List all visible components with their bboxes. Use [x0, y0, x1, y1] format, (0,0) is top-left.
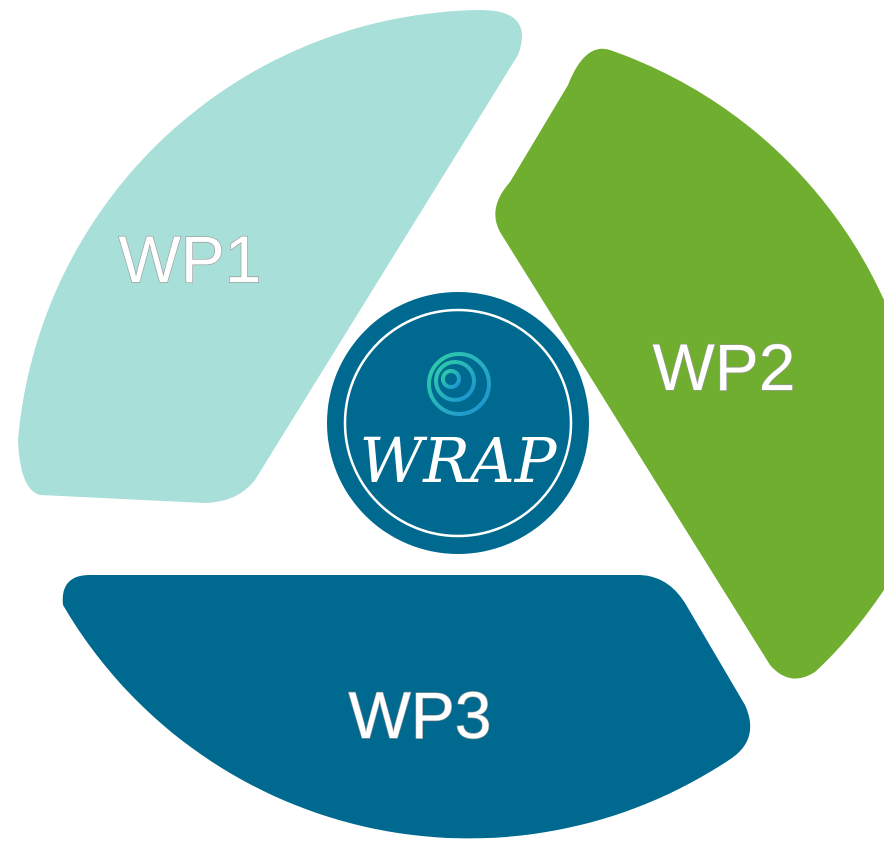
segment-wp2-shape — [495, 48, 884, 679]
segment-wp2-label: WP2 — [652, 330, 795, 404]
segment-wp3-label: WP3 — [348, 678, 491, 752]
segment-wp3-shape — [62, 575, 751, 839]
logo-ring — [343, 308, 573, 538]
wrap-logo: WRAP — [322, 287, 594, 559]
logo-circle — [327, 292, 589, 554]
swirl-icon — [427, 352, 491, 416]
segment-wp3: WP3 — [62, 575, 751, 839]
segment-wp1-shape — [18, 10, 523, 503]
segment-wp1: WP1 — [18, 10, 523, 503]
segment-wp1-label: WP1 — [118, 222, 261, 296]
logo-text: WRAP — [360, 424, 558, 497]
segment-wp2: WP2 — [495, 48, 884, 679]
